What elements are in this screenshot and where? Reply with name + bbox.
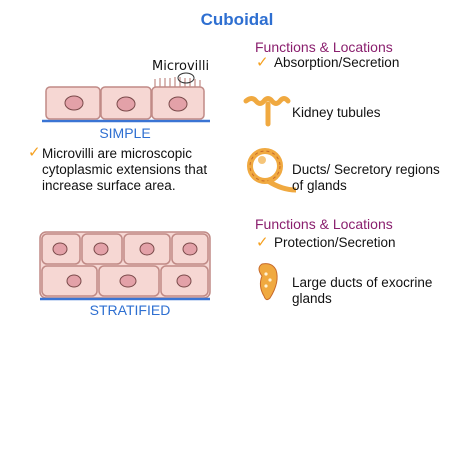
check-icon: ✓	[256, 234, 269, 251]
microvilli-label: Microvilli	[152, 59, 210, 74]
nucleus	[64, 95, 84, 111]
kidney-tubule-icon	[243, 96, 291, 127]
microvilli-note: Microvilli are microscopic cytoplasmic e…	[42, 146, 208, 193]
stratified-nuclei	[52, 242, 198, 288]
simple-location-item: Kidney tubules	[292, 105, 381, 120]
simple-cuboidal-tissue	[42, 72, 210, 123]
check-icon: ✓	[256, 54, 269, 71]
page-title: Cuboidal	[200, 10, 274, 29]
stratified-function-item: Protection/Secretion	[274, 235, 396, 250]
exocrine-gland-icon	[258, 263, 278, 301]
simple-functions-heading: Functions & Locations	[255, 39, 393, 55]
microvilli-pointer-circle	[177, 72, 195, 84]
stratified-location-item: Large ducts of exocrine glands	[292, 275, 433, 306]
nucleus	[116, 96, 136, 112]
check-icon: ✓	[28, 144, 41, 161]
simple-label: SIMPLE	[99, 125, 151, 141]
simple-function-item: Absorption/Secretion	[274, 55, 400, 70]
nucleus	[168, 96, 188, 112]
gland-duct-icon	[247, 148, 297, 193]
simple-location-item: Ducts/ Secretory regions of glands	[292, 162, 440, 193]
stratified-functions-heading: Functions & Locations	[255, 216, 393, 232]
simple-cell-row	[45, 86, 205, 120]
stratified-cuboidal-tissue	[39, 231, 211, 301]
microvilli	[154, 77, 201, 87]
stratified-label: STRATIFIED	[89, 302, 171, 318]
